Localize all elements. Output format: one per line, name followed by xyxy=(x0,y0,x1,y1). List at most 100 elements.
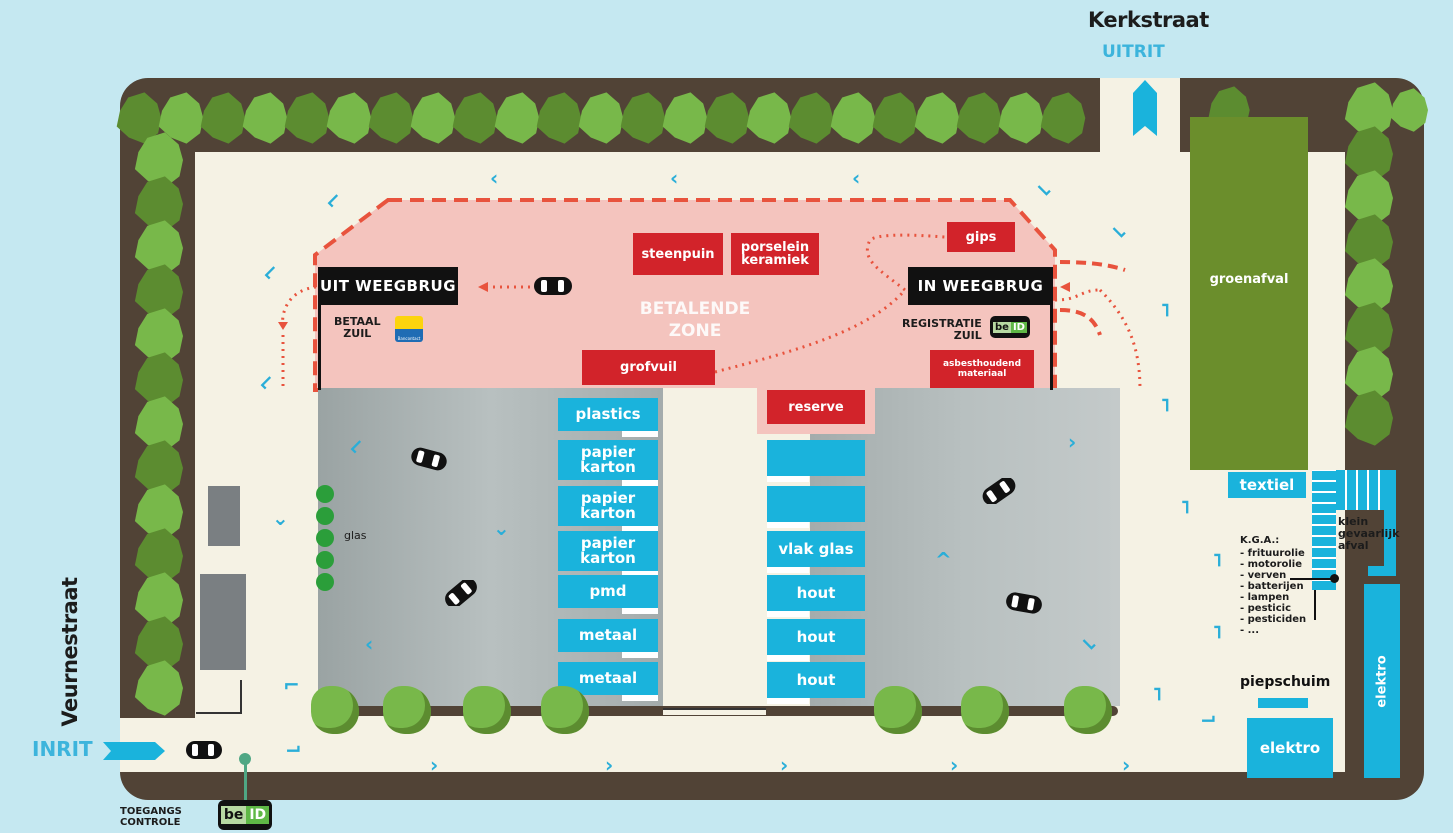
hedge-tree xyxy=(746,92,792,144)
container-bay-strip xyxy=(767,698,809,704)
container-bay-label-line1: metaal xyxy=(578,626,638,644)
kga-item: - pesticiden xyxy=(1240,614,1307,625)
direction-arrow-icon: › xyxy=(1068,430,1077,454)
container-bay-right: hout xyxy=(767,575,865,611)
glas-bin xyxy=(316,573,334,591)
direction-arrow-icon: ‹ xyxy=(670,166,679,190)
car-icon-left-1 xyxy=(411,447,447,471)
reserve-container: reserve xyxy=(767,390,865,424)
hedge-tree xyxy=(1040,92,1086,144)
hedge-tree xyxy=(158,92,204,144)
shed-large xyxy=(200,574,246,670)
hedge-tree xyxy=(704,92,750,144)
container-bay-right: hout xyxy=(767,662,865,698)
access-control-dot xyxy=(239,753,251,765)
kga-pointer-line xyxy=(1290,578,1338,580)
direction-arrow-icon: ^ xyxy=(935,548,952,572)
container-bay-left: metaal xyxy=(558,619,658,652)
hedge-tree xyxy=(452,92,498,144)
row-tree xyxy=(1064,686,1112,734)
beid-badge-reg-be: be xyxy=(993,321,1011,333)
kga-grid-3 xyxy=(1384,470,1396,570)
elektro-bottom-container: elektro xyxy=(1247,718,1333,778)
car-icon-right-2 xyxy=(1006,592,1042,614)
direction-arrow-icon: ⌄ xyxy=(272,506,289,530)
row-tree xyxy=(383,686,431,734)
container-bay-label: metaal xyxy=(579,671,637,686)
entrance-arrow-icon xyxy=(103,742,165,760)
container-bay-strip xyxy=(622,652,658,658)
container-bay-strip xyxy=(622,526,658,532)
kga-item: - pesticic xyxy=(1240,603,1292,614)
car-icon-left-2 xyxy=(445,580,477,606)
hedge-tree xyxy=(1344,302,1393,358)
row-tree xyxy=(541,686,589,734)
hedge-tree xyxy=(134,132,183,188)
hedge-tree xyxy=(134,352,183,408)
container-bay-strip xyxy=(767,476,809,482)
hedge-tree xyxy=(578,92,624,144)
direction-arrow-icon: ‹ xyxy=(852,166,861,190)
hedge-tree xyxy=(134,660,183,716)
hedge-tree xyxy=(116,92,162,144)
container-bay-right: vlak glas xyxy=(767,531,865,567)
car-icon-entrance xyxy=(186,741,222,759)
container-bay-left: metaal xyxy=(558,662,658,695)
container-bay-label-line1: plastics xyxy=(575,405,641,423)
klein-gevaarlijk-label: klein gevaarlijk afval xyxy=(1338,516,1399,552)
direction-arrow-icon: › xyxy=(780,753,789,777)
container-bay-strip xyxy=(622,480,658,486)
elektro-side-label: elektro xyxy=(1374,654,1390,708)
direction-arrow-icon: ⌐ xyxy=(1206,551,1231,569)
grofvuil-container: grofvuil xyxy=(582,350,715,385)
car-icon-right-1 xyxy=(982,478,1016,504)
glas-label: glas xyxy=(344,529,367,542)
hedge-tree xyxy=(134,220,183,276)
direction-arrow-icon: › xyxy=(605,753,614,777)
container-bay-label: plastics xyxy=(575,407,640,422)
shed-fence xyxy=(240,680,242,714)
container-bay-label-line1: papier xyxy=(580,489,636,507)
direction-arrow-icon: ⌐ xyxy=(285,738,302,762)
groenafval-label: groenafval xyxy=(1209,272,1289,287)
direction-arrow-icon: ⌐ xyxy=(1174,498,1199,516)
direction-arrow-icon: › xyxy=(950,753,959,777)
container-bay-label: metaal xyxy=(579,628,637,643)
container-bay-strip xyxy=(622,695,658,701)
hedge-tree xyxy=(200,92,246,144)
weighbridge-in-rail xyxy=(1050,305,1053,390)
container-bay-strip xyxy=(622,571,658,577)
weighbridge-out: UIT WEEGBRUG xyxy=(318,267,458,305)
hedge-tree xyxy=(830,92,876,144)
kga-grid-4 xyxy=(1368,566,1396,576)
hedge-tree xyxy=(1344,346,1393,402)
hedge-tree xyxy=(1344,390,1393,446)
container-bay-right xyxy=(767,486,865,522)
hedge-tree xyxy=(620,92,666,144)
shed-fence-h xyxy=(196,712,242,714)
access-control-line2: CONTROLE xyxy=(120,817,181,828)
hedge-tree xyxy=(1344,170,1393,226)
kga-bracket xyxy=(1314,590,1316,620)
kga-grid xyxy=(1312,470,1336,590)
direction-arrow-icon: ⌐ xyxy=(1206,623,1231,641)
hedge-tree xyxy=(998,92,1044,144)
container-bay-right: hout xyxy=(767,619,865,655)
direction-arrow-icon: ⌐ xyxy=(283,673,300,697)
piepschuim-label: piepschuim xyxy=(1240,674,1331,690)
container-bay-right xyxy=(767,440,865,476)
center-aisle xyxy=(663,388,766,713)
access-control-line1: TOEGANGS xyxy=(120,806,182,817)
hedge-tree xyxy=(1344,214,1393,270)
pay-column-line2: ZUIL xyxy=(343,327,372,340)
direction-arrow-icon: ⌐ xyxy=(1154,396,1179,414)
paid-zone-title: BETALENDE ZONE xyxy=(610,298,780,342)
container-bay-label-line1: metaal xyxy=(578,669,638,687)
